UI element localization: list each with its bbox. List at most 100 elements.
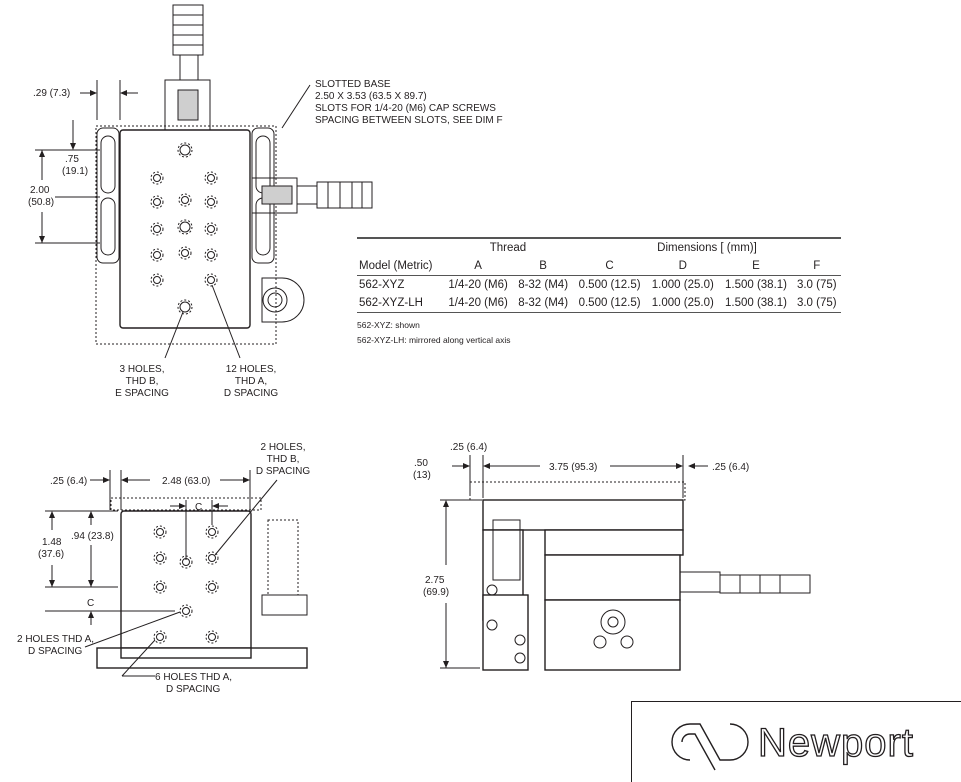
hole-center: [207, 174, 215, 182]
callout-3-holes-3: E SPACING: [115, 388, 169, 399]
dim-075: .75: [65, 154, 79, 165]
hole-center: [153, 225, 161, 233]
callout-6-holes-a-2: D SPACING: [166, 684, 220, 695]
cell: 1.000 (25.0): [651, 279, 714, 291]
hole-center: [156, 583, 164, 591]
hole: [177, 142, 193, 158]
cell: 3.0 (75): [796, 297, 837, 309]
hole: [150, 195, 164, 209]
stage-body-top: [119, 129, 251, 329]
top-view: .29 (7.3) .75 (19.1) 2.00 (50.8) SLOTTED…: [28, 4, 503, 399]
base-slot: [255, 197, 271, 256]
top-carriage: [482, 499, 684, 531]
hole: [205, 580, 219, 594]
front-view: .25 (6.4) 2.48 (63.0) C 1.48 (37.6) .94 …: [17, 442, 310, 695]
hole-center: [208, 583, 216, 591]
cell: 3.0 (75): [796, 279, 837, 291]
hole: [179, 555, 193, 569]
callout-2-holes-b-1: 2 HOLES,: [260, 442, 305, 453]
hole-center: [181, 196, 189, 204]
dim-side-025-top: .25 (6.4): [450, 442, 487, 453]
slotted-base-note-3: SLOTS FOR 1/4-20 (M6) CAP SCREWS: [315, 103, 496, 114]
hole-center: [156, 554, 164, 562]
dim-front-148: 1.48: [42, 537, 62, 548]
cell: 562-XYZ-LH: [359, 297, 423, 309]
hole-center: [153, 174, 161, 182]
hole-center: [208, 528, 216, 536]
hole-center: [207, 276, 215, 284]
dim-side-050-mm: (13): [413, 470, 431, 481]
hole: [204, 171, 218, 185]
dim-front-c-left: C: [87, 598, 94, 609]
hole-center: [156, 528, 164, 536]
hole-center: [182, 607, 190, 615]
col-c: C: [572, 257, 647, 276]
cell: 1/4-20 (M6): [448, 279, 508, 291]
cell: 1/4-20 (M6): [448, 297, 508, 309]
callout-12-holes-3: D SPACING: [224, 388, 278, 399]
hole: [177, 299, 193, 315]
hole-center: [153, 198, 161, 206]
right-micrometer: [251, 177, 373, 214]
hole-center: [153, 251, 161, 259]
hole-center: [156, 633, 164, 641]
hole: [177, 219, 193, 235]
newport-logo: Newport: [631, 701, 961, 782]
side-view: .25 (6.4) .50 (13) 3.75 (95.3) .25 (6.4)…: [413, 442, 811, 671]
mounting-holes: [150, 142, 218, 315]
hole-center: [181, 249, 189, 257]
dim-front-025: .25 (6.4): [50, 476, 87, 487]
slotted-base-note-2: 2.50 X 3.53 (63.5 X 89.7): [315, 91, 427, 102]
col-e: E: [719, 257, 793, 276]
hole: [150, 248, 164, 262]
callout-12-holes-2: THD A,: [235, 376, 267, 387]
dim-side-275: 2.75: [425, 575, 445, 586]
hole: [153, 525, 167, 539]
hole-center: [207, 198, 215, 206]
cell: 1.500 (38.1): [724, 297, 787, 309]
col-b: B: [513, 257, 573, 276]
slotted-base-outline: [95, 125, 277, 345]
cell: 8-32 (M4): [518, 279, 569, 291]
callout-2-holes-b-2: THD B,: [267, 454, 300, 465]
base-slot: [255, 135, 271, 194]
hole-center: [179, 301, 191, 313]
callout-3-holes-2: THD B,: [126, 376, 159, 387]
hole-center: [179, 144, 191, 156]
hole: [205, 630, 219, 644]
hole-center: [207, 225, 215, 233]
spec-table: Thread Dimensions [ (mm)] Model (Metric)…: [357, 237, 841, 348]
dim-side-275-mm: (69.9): [423, 587, 449, 598]
table-row: 562-XYZ 1/4-20 (M6) 8-32 (M4) 0.500 (12.…: [357, 276, 841, 295]
col-model: Model (Metric): [357, 257, 443, 276]
front-holes: [153, 525, 219, 644]
hole: [153, 630, 167, 644]
hole: [150, 171, 164, 185]
base-slot: [100, 135, 116, 194]
hole-center: [153, 276, 161, 284]
note-shown: 562-XYZ: shown: [357, 320, 420, 330]
hole: [204, 195, 218, 209]
callout-2-holes-a-2: D SPACING: [28, 646, 82, 657]
dim-side-025-right: .25 (6.4): [712, 462, 749, 473]
dim-front-c-top: C: [195, 502, 202, 513]
hole: [150, 273, 164, 287]
dim-075-mm: (19.1): [62, 166, 88, 177]
col-f: F: [792, 257, 841, 276]
dim-front-094: .94 (23.8): [71, 531, 114, 542]
callout-3-holes-1: 3 HOLES,: [119, 364, 164, 375]
hole: [205, 551, 219, 565]
dim-left-offset: .29 (7.3): [33, 88, 70, 99]
dim-side-050: .50: [414, 458, 428, 469]
bottom-carriage: [544, 599, 681, 671]
col-a: A: [442, 257, 514, 276]
col-d: D: [646, 257, 720, 276]
hole: [153, 580, 167, 594]
callout-6-holes-a-1: 6 HOLES THD A,: [155, 672, 232, 683]
slotted-base-note-1: SLOTTED BASE: [315, 79, 391, 90]
table-row: 562-XYZ-LH 1/4-20 (M6) 8-32 (M4) 0.500 (…: [357, 294, 841, 313]
dim-side-375: 3.75 (95.3): [549, 462, 597, 473]
hole: [204, 248, 218, 262]
dim-200: 2.00: [30, 185, 50, 196]
